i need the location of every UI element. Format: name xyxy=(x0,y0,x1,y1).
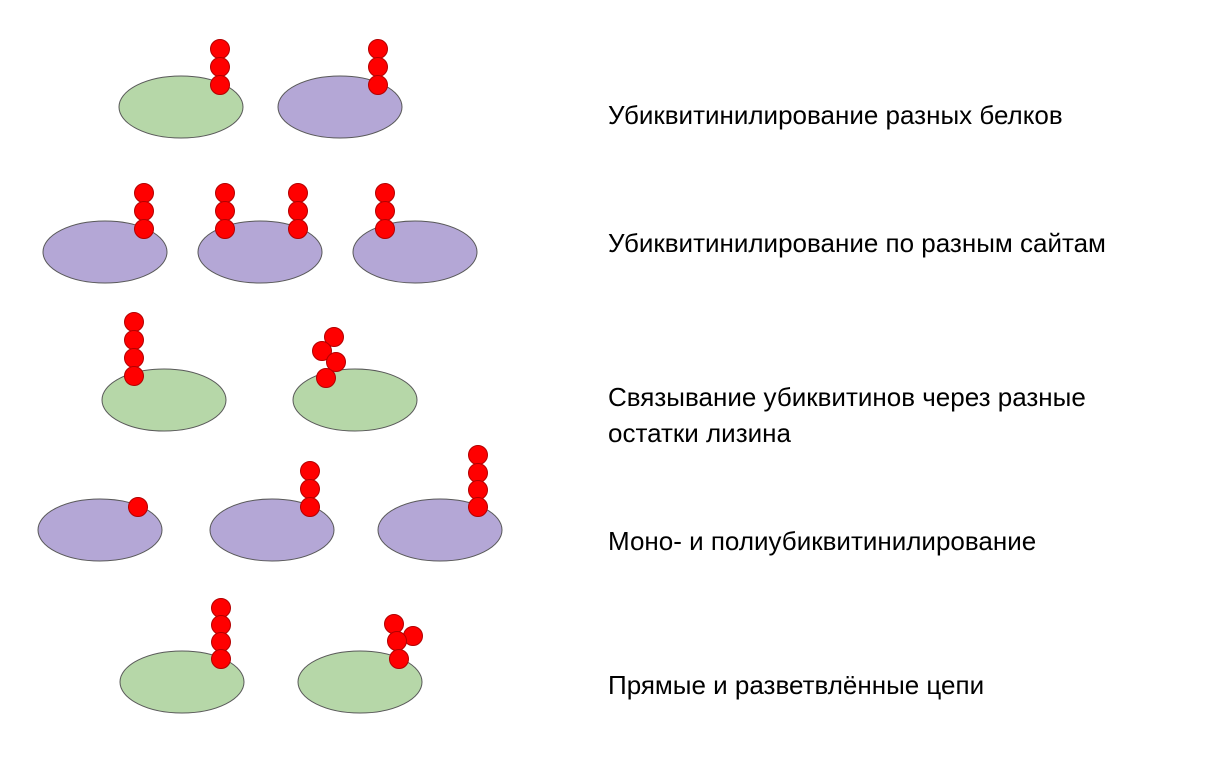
ubiquitin xyxy=(211,615,231,635)
ubiquitin-chain xyxy=(124,312,144,386)
protein-green xyxy=(118,75,244,139)
protein-purple xyxy=(209,498,335,562)
protein-green xyxy=(101,368,227,432)
ubiquitin-mono xyxy=(128,497,148,517)
ubiquitin xyxy=(215,183,235,203)
ubiquitin xyxy=(211,649,231,669)
row-5-label: Прямые и разветвлённые цепи xyxy=(608,670,985,700)
ubiquitin xyxy=(215,201,235,221)
ubiquitin-chain xyxy=(215,183,235,239)
ubiquitin xyxy=(134,183,154,203)
ubiquitin-chain-zigzag xyxy=(312,327,346,388)
ubiquitin-chain xyxy=(368,39,388,95)
row-1-different-proteins xyxy=(118,39,403,139)
ubiquitin xyxy=(124,366,144,386)
row-3-label-line-2: остатки лизина xyxy=(608,418,791,448)
ubiquitin xyxy=(288,183,308,203)
ubiquitin-chain xyxy=(134,183,154,239)
ubiquitin xyxy=(210,57,230,77)
ubiquitin xyxy=(468,480,488,500)
ubiquitin xyxy=(368,39,388,59)
ubiquitin xyxy=(211,598,231,618)
row-4-mono-poly xyxy=(37,445,503,562)
row-3-different-lysine-linkages xyxy=(101,312,418,432)
ubiquitin xyxy=(210,75,230,95)
ubiquitin xyxy=(384,614,404,634)
protein-purple xyxy=(352,220,478,284)
ubiquitin xyxy=(215,219,235,239)
ubiquitin-chain-branched xyxy=(384,614,423,669)
row-1-label: Убиквитинилирование разных белков xyxy=(608,100,1063,130)
ubiquitin xyxy=(468,497,488,517)
ubiquitin xyxy=(375,201,395,221)
ubiquitin xyxy=(468,463,488,483)
ubiquitin xyxy=(300,479,320,499)
ubiquitin-chain xyxy=(288,183,308,239)
ubiquitin xyxy=(134,219,154,239)
ubiquitin xyxy=(368,75,388,95)
protein-green xyxy=(297,650,423,714)
row-5-linear-branched xyxy=(119,598,423,714)
ubiquitin xyxy=(368,57,388,77)
protein-green xyxy=(292,368,418,432)
ubiquitin xyxy=(300,497,320,517)
ubiquitin xyxy=(134,201,154,221)
ubiquitin xyxy=(326,352,346,372)
ubiquitin xyxy=(375,219,395,239)
ubiquitin xyxy=(210,39,230,59)
protein-green xyxy=(119,650,245,714)
ubiquitin-chain xyxy=(468,445,488,517)
ubiquitin-chain xyxy=(300,461,320,517)
ubiquitin xyxy=(128,497,148,517)
ubiquitin xyxy=(312,341,332,361)
ubiquitin xyxy=(211,632,231,652)
ubiquitin xyxy=(124,312,144,332)
ubiquitin xyxy=(468,445,488,465)
ubiquitin xyxy=(387,631,407,651)
row-2-label: Убиквитинилирование по разным сайтам xyxy=(608,228,1106,258)
ubiquitin xyxy=(288,219,308,239)
row-2-different-sites xyxy=(42,183,478,284)
ubiquitin xyxy=(288,201,308,221)
ubiquitin xyxy=(375,183,395,203)
row-3-label: Связывание убиквитинов через разные оста… xyxy=(608,379,1086,451)
row-4-label: Моно- и полиубиквитинилирование xyxy=(608,526,1037,556)
ubiquitin xyxy=(124,330,144,350)
ubiquitin xyxy=(324,327,344,347)
ubiquitin-chain xyxy=(210,39,230,95)
ubiquitin-chain xyxy=(375,183,395,239)
protein-purple xyxy=(42,220,168,284)
ubiquitin xyxy=(389,649,409,669)
ubiquitin-chain-linear xyxy=(211,598,231,669)
ubiquitin xyxy=(124,348,144,368)
row-3-label-line-1: Связывание убиквитинов через разные xyxy=(608,382,1086,412)
protein-purple xyxy=(377,498,503,562)
protein-purple xyxy=(37,498,163,562)
ubiquitin xyxy=(300,461,320,481)
ubiquitin xyxy=(316,368,336,388)
